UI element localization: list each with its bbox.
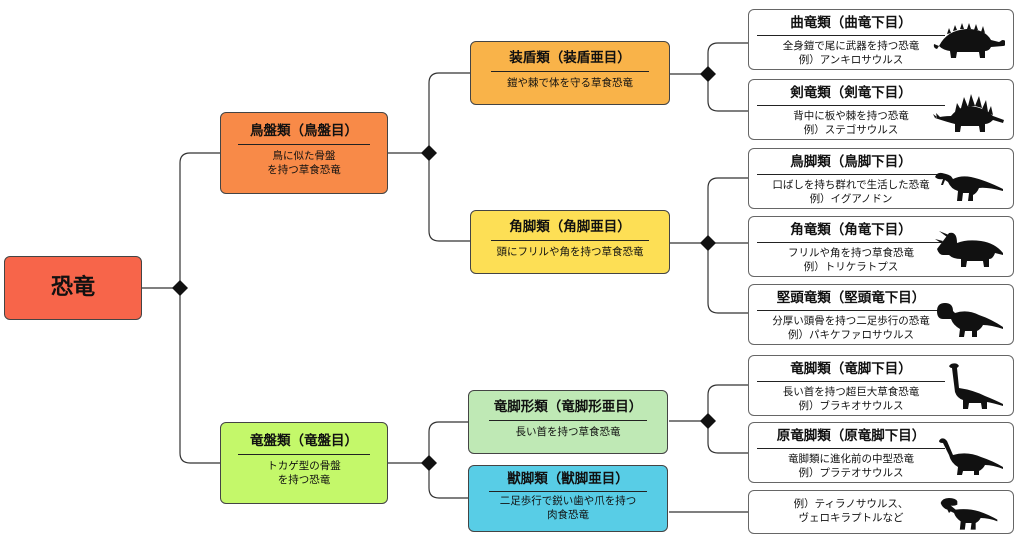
root-title: 恐竜 <box>50 275 95 300</box>
junction-diamond <box>700 66 716 82</box>
stegosaurs-desc-line: 背中に板や棘を持つ恐竜 <box>793 110 909 122</box>
divider <box>757 174 945 175</box>
tyrannosaurus-icon <box>940 498 998 530</box>
stegosaurus-icon <box>933 94 1004 132</box>
ornithopods-node: 鳥脚類（鳥脚下目） 口ばしを持ち群れで生活した恐竜 例）イグアノドン <box>748 148 1014 209</box>
prosauropods-desc-line: 例）プラテオサウルス <box>798 467 904 479</box>
ankylosaurs-desc-line: 全身鎧で尾に武器を持つ恐竜 <box>782 40 920 52</box>
saurischia-desc-line: トカゲ型の骨盤 <box>267 460 341 472</box>
pachycephalosaurs-desc-line: 分厚い頭骨を持つ二足歩行の恐竜 <box>772 315 930 327</box>
divider <box>757 448 945 449</box>
ornithopods-desc-line: 口ばしを持ち群れで生活した恐竜 <box>772 179 930 191</box>
theropoda-node: 獣脚類（獣脚亜目） 二足歩行で鋭い歯や爪を持つ 肉食恐竜 <box>468 465 668 532</box>
ankylosaurus-icon <box>933 23 1005 58</box>
stegosaurs-node: 剣竜類（剣竜下目） 背中に板や棘を持つ恐竜 例）ステゴサウルス <box>748 79 1014 140</box>
ceratopsians-desc-line: 例）トリケラトプス <box>803 261 899 273</box>
theropod-example-line: ヴェロキラプトルなど <box>798 512 904 524</box>
theropod-examples-node: 例）ティラノサウルス、 ヴェロキラプトルなど <box>748 490 1014 534</box>
ornithischia-desc-line: を持つ草食恐竜 <box>267 164 341 176</box>
ceratopsians-node: 角竜類（角竜下目） フリルや角を持つ草食恐竜 例）トリケラトプス <box>748 216 1014 277</box>
marginocephalia-desc: 頭にフリルや角を持つ草食恐竜 <box>496 246 644 258</box>
ornithischia-title: 鳥盤類（鳥盤目） <box>250 123 358 139</box>
sauropodomorpha-title: 竜脚形類（竜脚形亜目） <box>493 399 643 415</box>
sauropods-desc-line: 長い首を持つ超巨大草食恐竜 <box>782 386 920 398</box>
sauropodomorpha-desc: 長い首を持つ草食恐竜 <box>515 426 621 438</box>
root-node: 恐竜 <box>4 256 142 320</box>
sauropods-desc-line: 例）ブラキオサウルス <box>798 400 904 412</box>
junction-diamond <box>172 280 188 296</box>
divider <box>488 420 648 421</box>
thyreophora-desc: 鎧や棘で体を守る草食恐竜 <box>507 77 633 89</box>
prosauropods-title: 原竜脚類（原竜脚下目） <box>776 428 926 444</box>
junction-diamond <box>700 235 716 251</box>
divider <box>490 71 650 72</box>
thyreophora-node: 装盾類（装盾亜目） 鎧や棘で体を守る草食恐竜 <box>470 41 670 105</box>
theropoda-desc-line: 二足歩行で鋭い歯や爪を持つ <box>499 495 637 507</box>
divider <box>757 105 945 106</box>
iguanodon-icon <box>935 172 1003 201</box>
pachycephalosaurs-node: 堅頭竜類（堅頭竜下目） 分厚い頭骨を持つ二足歩行の恐竜 例）パキケファロサウルス <box>748 284 1014 345</box>
pachycephalosaurs-desc-line: 例）パキケファロサウルス <box>788 329 914 341</box>
ornithopods-title: 鳥脚類（鳥脚下目） <box>790 154 912 170</box>
ornithopods-desc-line: 例）イグアノドン <box>809 193 893 205</box>
saurischia-desc-line: を持つ恐竜 <box>277 474 331 486</box>
divider <box>488 491 648 492</box>
marginocephalia-node: 角脚類（角脚亜目） 頭にフリルや角を持つ草食恐竜 <box>470 210 670 274</box>
prosauropods-desc-line: 竜脚類に進化前の中型恐竜 <box>788 453 914 465</box>
junction-diamond <box>700 413 716 429</box>
divider <box>757 242 945 243</box>
junction-diamond <box>421 455 437 471</box>
ceratopsians-desc-line: フリルや角を持つ草食恐竜 <box>788 247 914 259</box>
saurischia-node: 竜盤類（竜盤目） トカゲ型の骨盤 を持つ恐竜 <box>220 422 388 504</box>
ornithischia-node: 鳥盤類（鳥盤目） 鳥に似た骨盤 を持つ草食恐竜 <box>220 112 388 194</box>
theropoda-desc-line: 肉食恐竜 <box>547 509 589 521</box>
sauropodomorpha-node: 竜脚形類（竜脚形亜目） 長い首を持つ草食恐竜 <box>468 390 668 454</box>
junction-diamond <box>421 145 437 161</box>
stegosaurs-title: 剣竜類（剣竜下目） <box>790 85 912 101</box>
ankylosaurs-node: 曲竜類（曲竜下目） 全身鎧で尾に武器を持つ恐竜 例）アンキロサウルス <box>748 9 1014 70</box>
ornithischia-desc-line: 鳥に似た骨盤 <box>272 150 336 162</box>
marginocephalia-title: 角脚類（角脚亜目） <box>509 219 631 235</box>
divider <box>237 144 371 145</box>
divider <box>757 35 945 36</box>
triceratops-icon <box>935 231 1003 267</box>
divider <box>757 381 945 382</box>
prosauropods-node: 原竜脚類（原竜脚下目） 竜脚類に進化前の中型恐竜 例）プラテオサウルス <box>748 422 1014 483</box>
ankylosaurs-desc-line: 例）アンキロサウルス <box>798 54 904 66</box>
theropod-example-line: 例）ティラノサウルス、 <box>793 498 909 510</box>
divider <box>237 454 371 455</box>
theropoda-title: 獣脚類（獣脚亜目） <box>507 471 629 487</box>
ceratopsians-title: 角竜類（角竜下目） <box>790 222 912 238</box>
stegosaurs-desc-line: 例）ステゴサウルス <box>803 124 899 136</box>
thyreophora-title: 装盾類（装盾亜目） <box>509 50 631 66</box>
pachycephalosaurs-title: 堅頭竜類（堅頭竜下目） <box>776 290 926 306</box>
sauropods-node: 竜脚類（竜脚下目） 長い首を持つ超巨大草食恐竜 例）ブラキオサウルス <box>748 355 1014 416</box>
brachiosaurus-icon <box>949 363 1003 409</box>
sauropods-title: 竜脚類（竜脚下目） <box>790 361 912 377</box>
plateosaurus-icon <box>939 438 1003 475</box>
ankylosaurs-title: 曲竜類（曲竜下目） <box>790 15 912 31</box>
divider <box>490 240 650 241</box>
saurischia-title: 竜盤類（竜盤目） <box>250 433 358 449</box>
pachycephalosaurus-icon <box>937 303 1003 337</box>
divider <box>757 310 945 311</box>
